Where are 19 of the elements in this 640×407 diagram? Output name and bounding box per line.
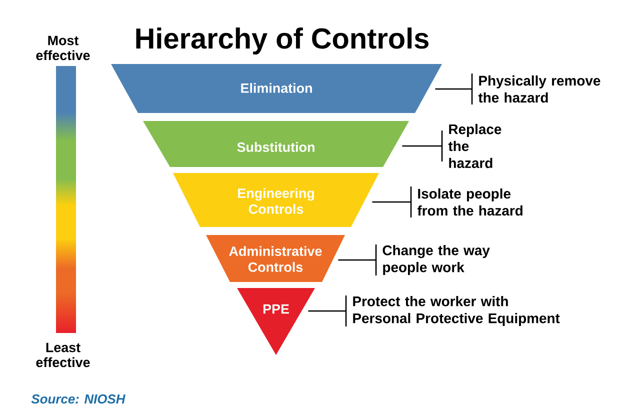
source-caption: Source: NIOSH xyxy=(31,394,126,404)
bracket-connector xyxy=(435,74,473,104)
bracket-connector xyxy=(372,186,412,218)
scale-label: Least effective xyxy=(36,342,90,368)
bracket-connector xyxy=(338,244,377,276)
trapezoid-layer: Substitution xyxy=(143,121,409,167)
description-text: Isolate people from the hazard xyxy=(417,188,522,216)
trapezoid-layer: Elimination xyxy=(111,64,442,113)
bracket-connector xyxy=(402,130,443,162)
triangle-layer: PPE xyxy=(237,288,315,355)
description-text: Replace the hazard xyxy=(448,124,502,168)
trapezoid-layer: Engineering Controls xyxy=(173,173,379,227)
description-text: Physically remove the hazard xyxy=(478,75,600,103)
description-text: Protect the worker with Personal Protective Equipment xyxy=(353,296,560,326)
scale-label: Most effective xyxy=(36,36,90,60)
title: Hierarchy of Controls xyxy=(136,28,428,54)
trapezoid-layer: Administrative Controls xyxy=(206,235,345,282)
bracket-connector xyxy=(308,296,347,326)
description-text: Change the way people work xyxy=(382,245,490,275)
